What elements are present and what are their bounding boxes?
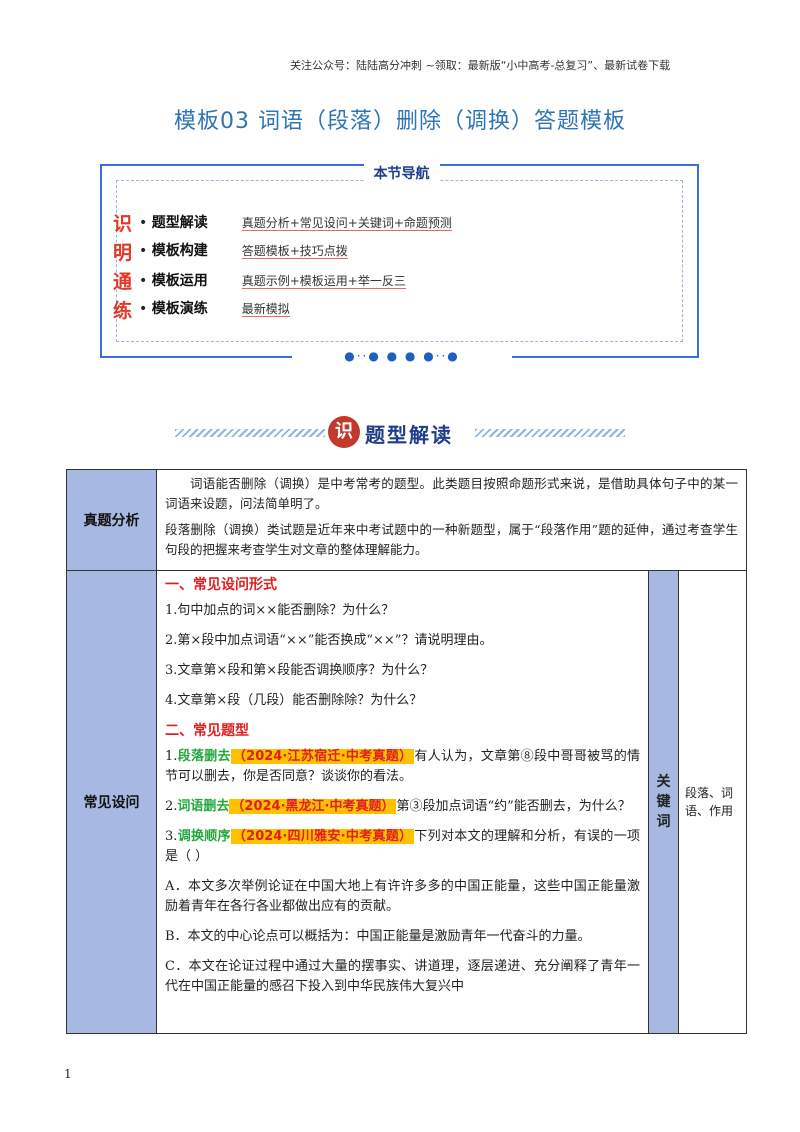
keyword-head-text: 关键词 [656, 774, 671, 830]
table-row: 常见设问 一、常见设问形式 1.句中加点的词××能否删除？为什么？ 2.第×段中… [66, 570, 747, 1034]
row-head-analysis: 真题分析 [66, 469, 157, 571]
example-num: 3. [165, 829, 178, 844]
example-question: 1.段落删去（2024·江苏宿迁·中考真题）有人认为，文章第⑧段中哥哥被骂的情节… [165, 747, 640, 787]
nav-item: • 模板运用真题示例+模板运用+举一反三 [139, 270, 406, 292]
keyword-values: 段落、词语、作用 [678, 570, 747, 1034]
nav-item-desc: 最新模拟 [241, 302, 290, 317]
section-title: 题型解读 [365, 423, 453, 447]
side-char: 练 [113, 300, 133, 322]
question-form: 4.文章第×段（几段）能否删除除？为什么？ [165, 693, 423, 708]
nav-item-label: 题型解读 [151, 215, 208, 231]
analysis-paragraph: 段落删除（调换）类试题是近年来中考试题中的一种新题型，属于“段落作用”题的延伸，… [165, 522, 738, 557]
nav-item: • 模板演练最新模拟 [139, 298, 290, 320]
example-question: 3.调换顺序（2024·四川雅安·中考真题）下列对本文的理解和分析，有误的一项是… [165, 827, 640, 867]
banner-stripe-left [175, 429, 325, 437]
nav-item: • 题型解读真题分析+常见设问+关键词+命题预测 [139, 212, 452, 234]
nav-item-label: 模板演练 [151, 301, 208, 317]
page-number: 1 [64, 1067, 72, 1081]
nav-heading: 本节导航 [102, 163, 701, 186]
example-num: 1. [165, 749, 178, 764]
nav-side-chars: 识 明 通 练 [113, 210, 135, 326]
example-source: （2024·四川雅安·中考真题） [230, 829, 415, 844]
nav-item-label: 模板运用 [151, 273, 208, 289]
keyword-head: 关键词 [648, 570, 679, 1034]
nav-bottom-decoration: ●··● ● ● ●··● [292, 349, 512, 363]
side-char: 识 [113, 213, 133, 235]
nav-item-desc: 真题分析+常见设问+关键词+命题预测 [241, 216, 452, 231]
analysis-cell: 词语能否删除（调换）是中考常考的题型。此类题目按照命题形式来说，是借助具体句子中… [156, 469, 747, 571]
section-heading: 二、常见题型 [165, 723, 249, 739]
nav-item-label: 模板构建 [151, 243, 208, 259]
nav-item-desc: 真题示例+模板运用+举一反三 [241, 274, 406, 289]
example-text: 第③段加点词语“约”能否删去，为什么？ [396, 799, 631, 814]
answer-option: B．本文的中心论点可以概括为：中国正能量是激励青年一代奋斗的力量。 [165, 929, 591, 944]
side-char: 通 [113, 271, 133, 293]
header-note: 关注公众号：陆陆高分冲刺 ~领取：最新版“小中高考-总复习”、最新试卷下载 [290, 59, 671, 72]
example-source: （2024·江苏宿迁·中考真题） [230, 749, 415, 764]
page-title: 模板03 词语（段落）删除（调换）答题模板 [174, 109, 626, 134]
row-head-questions: 常见设问 [66, 570, 157, 1034]
section-badge-icon: 识 [328, 416, 360, 448]
analysis-paragraph: 词语能否删除（调换）是中考常考的题型。此类题目按照命题形式来说，是借助具体句子中… [165, 476, 738, 511]
banner-stripe-right [475, 429, 625, 437]
section-heading: 一、常见设问形式 [165, 577, 277, 593]
question-form: 1.句中加点的词××能否删除？为什么？ [165, 603, 395, 618]
example-text: 有人认为，文章第⑧段中哥哥被骂的情节可以删去，你是否同意？谈谈你的看法。 [165, 749, 640, 784]
example-question: 2.词语删去（2024·黑龙江·中考真题）第③段加点词语“约”能否删去，为什么？ [165, 797, 640, 817]
example-tag: 词语删去 [177, 799, 230, 814]
table-row: 真题分析 词语能否删除（调换）是中考常考的题型。此类题目按照命题形式来说，是借助… [66, 469, 747, 571]
nav-item-desc: 答题模板+技巧点拨 [241, 244, 348, 259]
example-text: 下列对本文的理解和分析，有误的一项是（ ） [165, 829, 640, 864]
nav-item: • 模板构建答题模板+技巧点拨 [139, 240, 348, 262]
example-source: （2024·黑龙江·中考真题） [229, 799, 397, 814]
example-tag: 段落删去 [177, 749, 231, 764]
nav-heading-text: 本节导航 [363, 163, 440, 183]
analysis-table: 真题分析 词语能否删除（调换）是中考常考的题型。此类题目按照命题形式来说，是借助… [66, 469, 747, 1034]
question-form: 3.文章第×段和第×段能否调换顺序？为什么？ [165, 663, 434, 678]
side-char: 明 [113, 242, 133, 264]
answer-option: A．本文多次举例论证在中国大地上有许许多多的中国正能量，这些中国正能量激励着青年… [165, 879, 640, 914]
example-tag: 调换顺序 [177, 829, 231, 844]
section-banner: 识 题型解读 [0, 412, 800, 452]
section-nav-box: ●·──● 本节导航 ●··● ● ● ●··● [100, 163, 701, 363]
questions-cell: 一、常见设问形式 1.句中加点的词××能否删除？为什么？ 2.第×段中加点词语“… [156, 570, 649, 1034]
example-num: 2. [165, 799, 178, 814]
question-form: 2.第×段中加点词语“××”能否换成“××”？请说明理由。 [165, 633, 493, 648]
answer-option: C．本文在论证过程中通过大量的摆事实、讲道理，逐层递进、充分阐释了青年一代在中国… [165, 959, 640, 994]
